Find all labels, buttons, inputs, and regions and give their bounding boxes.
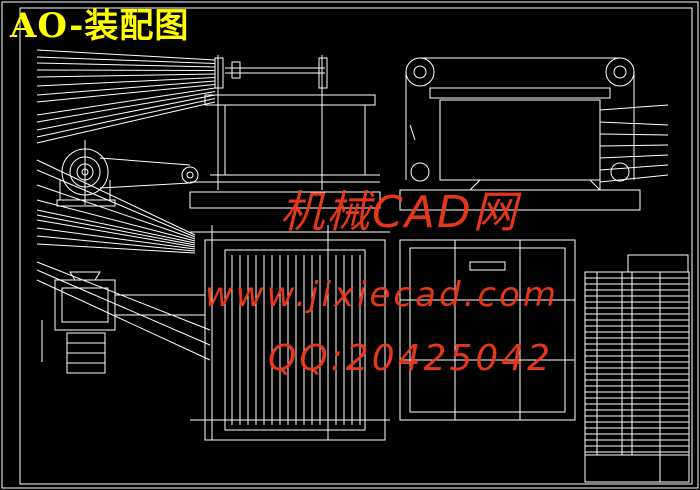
leader-line <box>36 269 211 346</box>
leader-line <box>36 199 196 242</box>
leader-lines <box>36 49 669 361</box>
leader-line <box>36 98 216 138</box>
leader-line <box>36 62 216 68</box>
top-view-frame <box>399 239 576 421</box>
plan-view <box>190 225 390 441</box>
watermark-qq: QQ:20425042 <box>268 338 554 379</box>
leader-line <box>36 84 216 103</box>
inner-border <box>19 7 693 485</box>
leader-line <box>36 169 196 238</box>
leader-line <box>36 214 196 246</box>
leader-line <box>36 69 216 71</box>
leader-line <box>36 101 216 144</box>
motor-gearbox <box>41 271 205 374</box>
slats <box>231 255 361 425</box>
leader-line <box>36 209 196 244</box>
leader-line <box>36 159 196 236</box>
leader-line <box>36 94 216 131</box>
leader-line <box>36 279 211 361</box>
leader-line <box>36 56 216 64</box>
side-view-top <box>399 57 641 211</box>
parts-list-table <box>584 254 690 483</box>
leader-line <box>36 80 216 96</box>
leader-line <box>36 219 196 248</box>
leader-line <box>36 73 216 78</box>
leader-line <box>36 227 196 250</box>
leader-line <box>36 49 216 61</box>
leader-line <box>36 87 216 116</box>
leader-line <box>36 261 211 331</box>
watermark-site-name: 机械CAD网 <box>280 187 519 238</box>
watermark-url: www.jixiecad.com <box>205 275 559 315</box>
leader-line <box>36 184 196 240</box>
leader-line <box>36 77 216 87</box>
leader-line <box>36 243 196 254</box>
leader-line <box>36 235 196 252</box>
drawing-title: AO-装配图 <box>10 6 190 46</box>
leader-line <box>36 91 216 123</box>
front-view-top <box>56 55 381 209</box>
